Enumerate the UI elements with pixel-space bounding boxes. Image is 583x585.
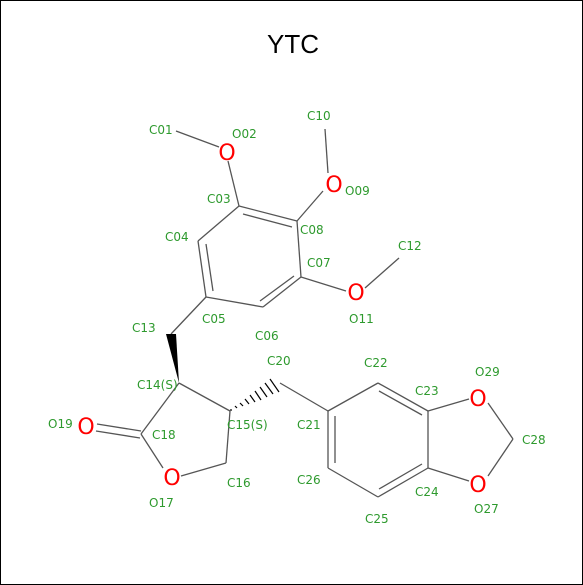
bond-c03-c08-inner [242, 213, 293, 228]
atom-label-c07: C07 [307, 256, 331, 270]
bond-c06-c05 [205, 296, 264, 308]
oxygen-atoms: O O O O O O O [77, 141, 486, 498]
bond-c22-c23-inner [378, 390, 423, 416]
atom-label-c25: C25 [365, 512, 389, 526]
atom-label-c12: C12 [398, 239, 422, 253]
atom-label-o29: O29 [475, 365, 500, 379]
bond-c07-o11 [300, 276, 347, 292]
bond-c23-o29 [427, 398, 470, 412]
bond-c07-c06 [262, 276, 302, 308]
bond-o17-c18 [140, 433, 164, 469]
atom-label-c16: C16 [227, 476, 251, 490]
bond-c04-c03 [197, 205, 240, 242]
bond-c18-c14 [140, 382, 180, 435]
atom-label-c01: C01 [149, 123, 173, 137]
bond-c24-c25 [377, 467, 429, 498]
bond-c18-o19-a [96, 423, 142, 432]
atom-label-c06: C06 [255, 329, 279, 343]
atom-label-c08: C08 [300, 223, 324, 237]
bond-c21-c22 [327, 382, 379, 412]
bond-c05-c04 [197, 240, 207, 298]
bond-c24-c25-inner [378, 463, 423, 490]
atom-o11-symbol: O [347, 281, 364, 306]
bond-o02-c03 [227, 160, 240, 207]
bond-c08-c07 [296, 220, 302, 278]
wedge-c14-c13 [166, 334, 179, 383]
atom-label-o27: O27 [474, 502, 499, 516]
atom-label-o02: O02 [232, 127, 257, 141]
atom-o27-symbol: O [469, 473, 486, 498]
atom-label-c15: C15(S) [227, 418, 268, 432]
bond-c14-c15 [178, 382, 231, 412]
atom-label-o17: O17 [149, 496, 174, 510]
bond-c25-c26 [327, 467, 379, 498]
bond-c22-c23 [377, 382, 429, 412]
atom-label-c14: C14(S) [137, 378, 178, 392]
atom-o17-symbol: O [163, 466, 180, 491]
bond-c15-c16 [225, 410, 231, 464]
bonds [95, 128, 514, 498]
bond-o29-c28 [487, 402, 514, 440]
atom-label-c10: C10 [307, 109, 331, 123]
atom-label-o19: O19 [48, 417, 73, 431]
atom-label-c03: C03 [207, 192, 231, 206]
atom-label-c18: C18 [152, 428, 176, 442]
atom-label-c20: C20 [267, 354, 291, 368]
bond-o27-c24 [427, 467, 470, 482]
bond-c03-c08 [238, 205, 298, 222]
bond-c16-o17 [180, 462, 227, 477]
bond-c18-o19-b [95, 430, 141, 439]
bond-c01-o02 [175, 130, 220, 148]
atom-label-c28: C28 [522, 433, 546, 447]
atom-o02-symbol: O [218, 141, 235, 166]
atom-label-c04: C04 [165, 230, 189, 244]
atom-label-c24: C24 [415, 485, 439, 499]
atom-labels: C01 O02 C03 C04 C05 C06 C07 C08 O09 C10 … [48, 109, 546, 526]
bond-c05-c04-inner [205, 243, 214, 292]
atom-label-c05: C05 [202, 312, 226, 326]
atom-label-c22: C22 [364, 356, 388, 370]
hash-c15-c20 [230, 378, 280, 411]
atom-label-o09: O09 [345, 184, 370, 198]
bond-o09-c10 [324, 128, 329, 174]
atom-o19-symbol: O [77, 415, 94, 440]
atom-label-c26: C26 [297, 473, 321, 487]
molecule-title: YTC [267, 29, 319, 59]
bond-c08-o09 [296, 190, 324, 222]
atom-o29-symbol: O [469, 387, 486, 412]
bond-c07-c06-inner [259, 275, 295, 302]
bond-c28-o27 [487, 438, 514, 477]
bond-c05-c13 [170, 296, 207, 335]
atom-label-c23: C23 [415, 384, 439, 398]
bond-c20-c21 [279, 382, 329, 412]
atom-label-o11: O11 [349, 312, 374, 326]
atom-label-c21: C21 [297, 418, 321, 432]
atom-o09-symbol: O [325, 173, 342, 198]
bond-o11-c12 [364, 257, 400, 289]
atom-label-c13: C13 [132, 321, 156, 335]
